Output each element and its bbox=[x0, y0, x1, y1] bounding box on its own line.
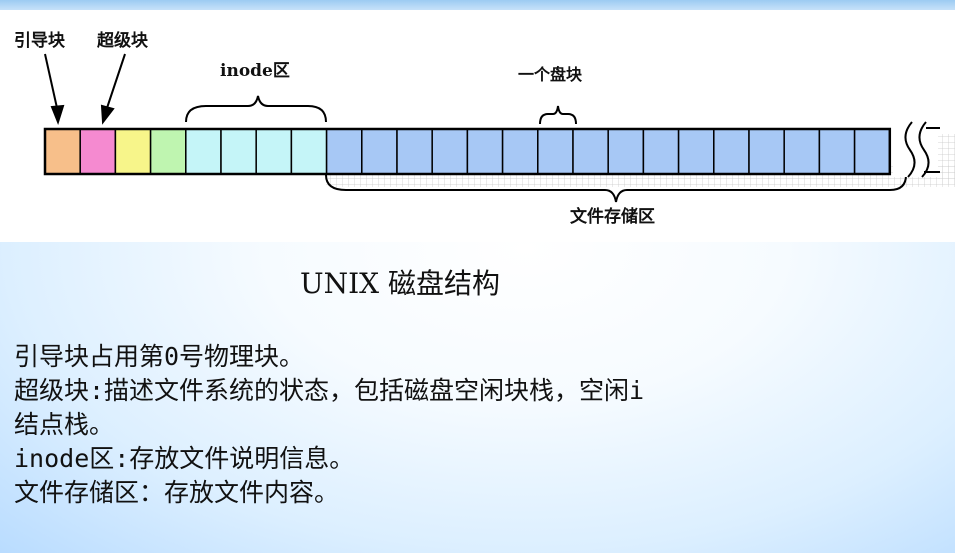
block-strip-border bbox=[43, 127, 892, 176]
data-block bbox=[642, 128, 680, 175]
inode-area-label: inode区 bbox=[220, 61, 290, 81]
inode-block bbox=[290, 128, 328, 175]
boot-block-arrow bbox=[44, 53, 65, 125]
file-storage-label: 文件存储区 bbox=[570, 206, 655, 227]
data-block bbox=[325, 128, 363, 175]
super-block-arrow bbox=[100, 53, 126, 125]
disk-structure-diagram: 引导块 超级块 inode区 一个盘块 文件存储区 bbox=[14, 30, 955, 227]
data-block bbox=[396, 128, 433, 175]
data-block bbox=[853, 128, 891, 175]
data-block bbox=[607, 128, 645, 175]
file-storage-brace bbox=[325, 174, 907, 203]
data-block bbox=[572, 128, 609, 175]
data-block bbox=[361, 128, 398, 175]
strip-break-symbol bbox=[893, 121, 940, 178]
disk-block bbox=[149, 128, 187, 175]
data-block bbox=[677, 128, 715, 175]
disk-block-strip bbox=[43, 127, 892, 176]
block-shadow-edge bbox=[938, 134, 955, 184]
data-block bbox=[537, 128, 574, 175]
diagram-panel bbox=[0, 10, 955, 242]
description-line: 文件存储区：存放文件内容。 bbox=[14, 478, 340, 507]
data-block bbox=[818, 128, 856, 175]
super-block bbox=[79, 128, 117, 175]
boot-block bbox=[44, 128, 81, 175]
boot-block-label: 引导块 bbox=[14, 31, 66, 51]
description-line: 超级块:描述文件系统的状态，包括磁盘空闲块栈，空闲i bbox=[14, 376, 645, 405]
disk-block bbox=[114, 128, 152, 175]
inode-block bbox=[220, 128, 257, 175]
top-decor-band bbox=[0, 0, 955, 12]
inode-block bbox=[185, 128, 222, 175]
description-text: 引导块占用第0号物理块。 超级块:描述文件系统的状态，包括磁盘空闲块栈，空闲i … bbox=[14, 340, 944, 510]
inode-block bbox=[255, 128, 293, 175]
data-block bbox=[501, 128, 539, 175]
super-block-label: 超级块 bbox=[97, 30, 149, 51]
one-block-brace bbox=[539, 105, 577, 125]
data-block bbox=[713, 128, 750, 175]
data-block bbox=[466, 128, 504, 175]
description-line: inode区:存放文件说明信息。 bbox=[14, 444, 355, 473]
data-block bbox=[783, 128, 821, 175]
data-block bbox=[748, 128, 785, 175]
data-block bbox=[431, 128, 469, 175]
description-line: 结点栈。 bbox=[14, 410, 115, 439]
one-block-label: 一个盘块 bbox=[518, 65, 583, 84]
inode-area-brace bbox=[185, 95, 327, 123]
description-line: 引导块占用第0号物理块。 bbox=[14, 342, 305, 371]
diagram-caption: UNIX 磁盘结构 bbox=[300, 267, 500, 300]
